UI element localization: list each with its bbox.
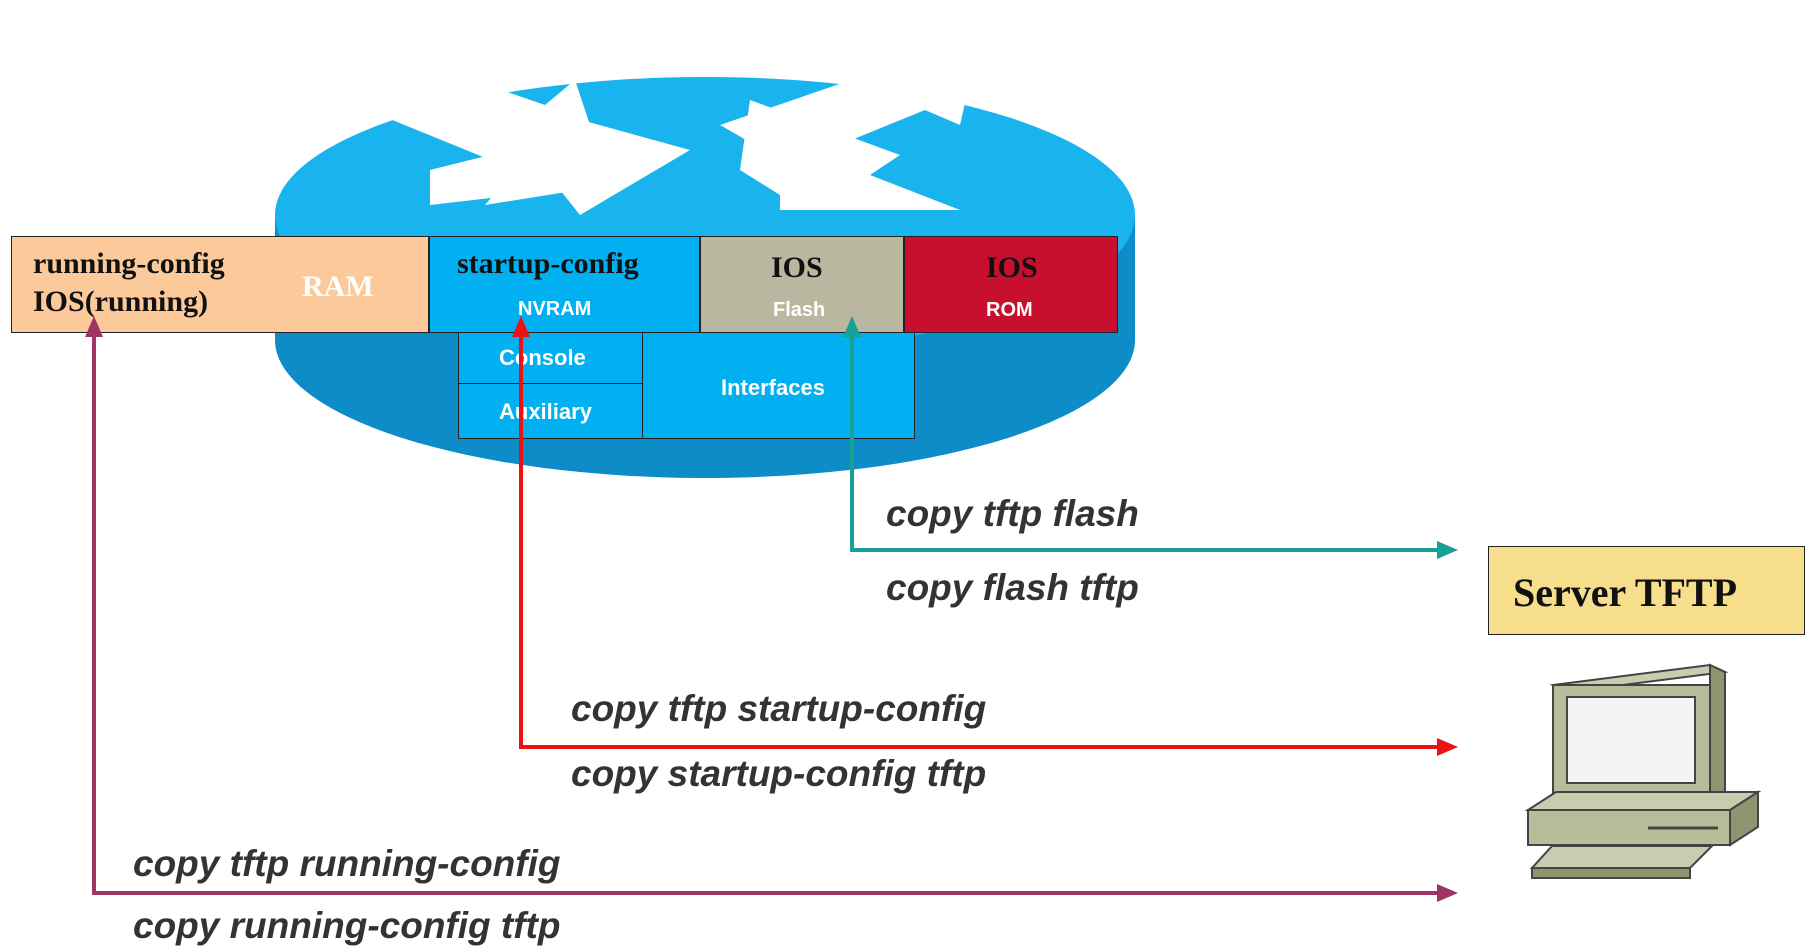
cmd-copy-tftp-flash: copy tftp flash (886, 493, 1139, 534)
arrow-flash-head-up-icon (843, 316, 861, 337)
arrow-flash-head-right-icon (1437, 541, 1458, 559)
console-port-box: Console (458, 332, 643, 384)
rom-box: IOS ROM (904, 236, 1118, 333)
cmd-copy-running-config-tftp: copy running-config tftp (133, 905, 561, 946)
interfaces-port-box: Interfaces (642, 332, 915, 439)
auxiliary-port-box: Auxiliary (458, 383, 643, 439)
running-config-label: running-config (33, 247, 225, 280)
ram-box: running-config IOS(running) RAM (11, 236, 429, 333)
arrow-running-line (92, 328, 1445, 895)
auxiliary-label: Auxiliary (499, 399, 592, 424)
arrow-running-head-right-icon (1437, 884, 1458, 902)
console-label: Console (499, 345, 586, 370)
arrow-startup-line (519, 328, 1445, 749)
flash-box: IOS Flash (700, 236, 904, 333)
startup-config-label: startup-config (457, 247, 639, 280)
router-arrows-icon (380, 15, 985, 215)
cmd-copy-tftp-startup-config: copy tftp startup-config (571, 688, 987, 729)
arrow-flash-line (850, 328, 1445, 552)
flash-tag: Flash (773, 299, 826, 321)
flash-ios-label: IOS (771, 251, 823, 284)
rom-ios-label: IOS (986, 251, 1038, 284)
ios-running-label: IOS(running) (33, 285, 209, 318)
server-tftp-label: Server TFTP (1513, 570, 1738, 615)
cmd-copy-tftp-running-config: copy tftp running-config (133, 843, 561, 884)
arrow-startup-head-up-icon (512, 316, 530, 337)
arrow-startup-head-right-icon (1437, 738, 1458, 756)
ram-tag: RAM (302, 270, 374, 303)
cmd-copy-flash-tftp: copy flash tftp (886, 567, 1139, 608)
server-tftp-label-box: Server TFTP (1488, 546, 1805, 635)
nvram-tag: NVRAM (518, 298, 592, 320)
arrow-running-head-up-icon (85, 316, 103, 337)
rom-tag: ROM (986, 299, 1033, 321)
interfaces-label: Interfaces (721, 375, 825, 400)
cmd-copy-startup-config-tftp: copy startup-config tftp (571, 753, 987, 794)
